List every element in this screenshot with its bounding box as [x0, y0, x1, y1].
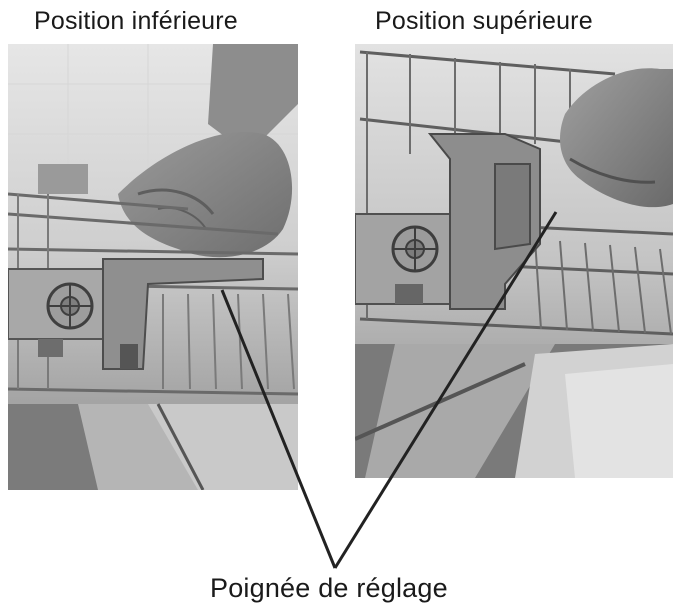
upper-position-illustration — [355, 44, 673, 478]
lower-position-illustration — [8, 44, 298, 490]
upper-position-photo — [355, 44, 673, 478]
lower-position-caption: Position inférieure — [34, 7, 238, 35]
handle-caption: Poignée de réglage — [210, 573, 448, 603]
upper-position-caption: Position supérieure — [375, 7, 593, 35]
lower-position-photo — [8, 44, 298, 490]
